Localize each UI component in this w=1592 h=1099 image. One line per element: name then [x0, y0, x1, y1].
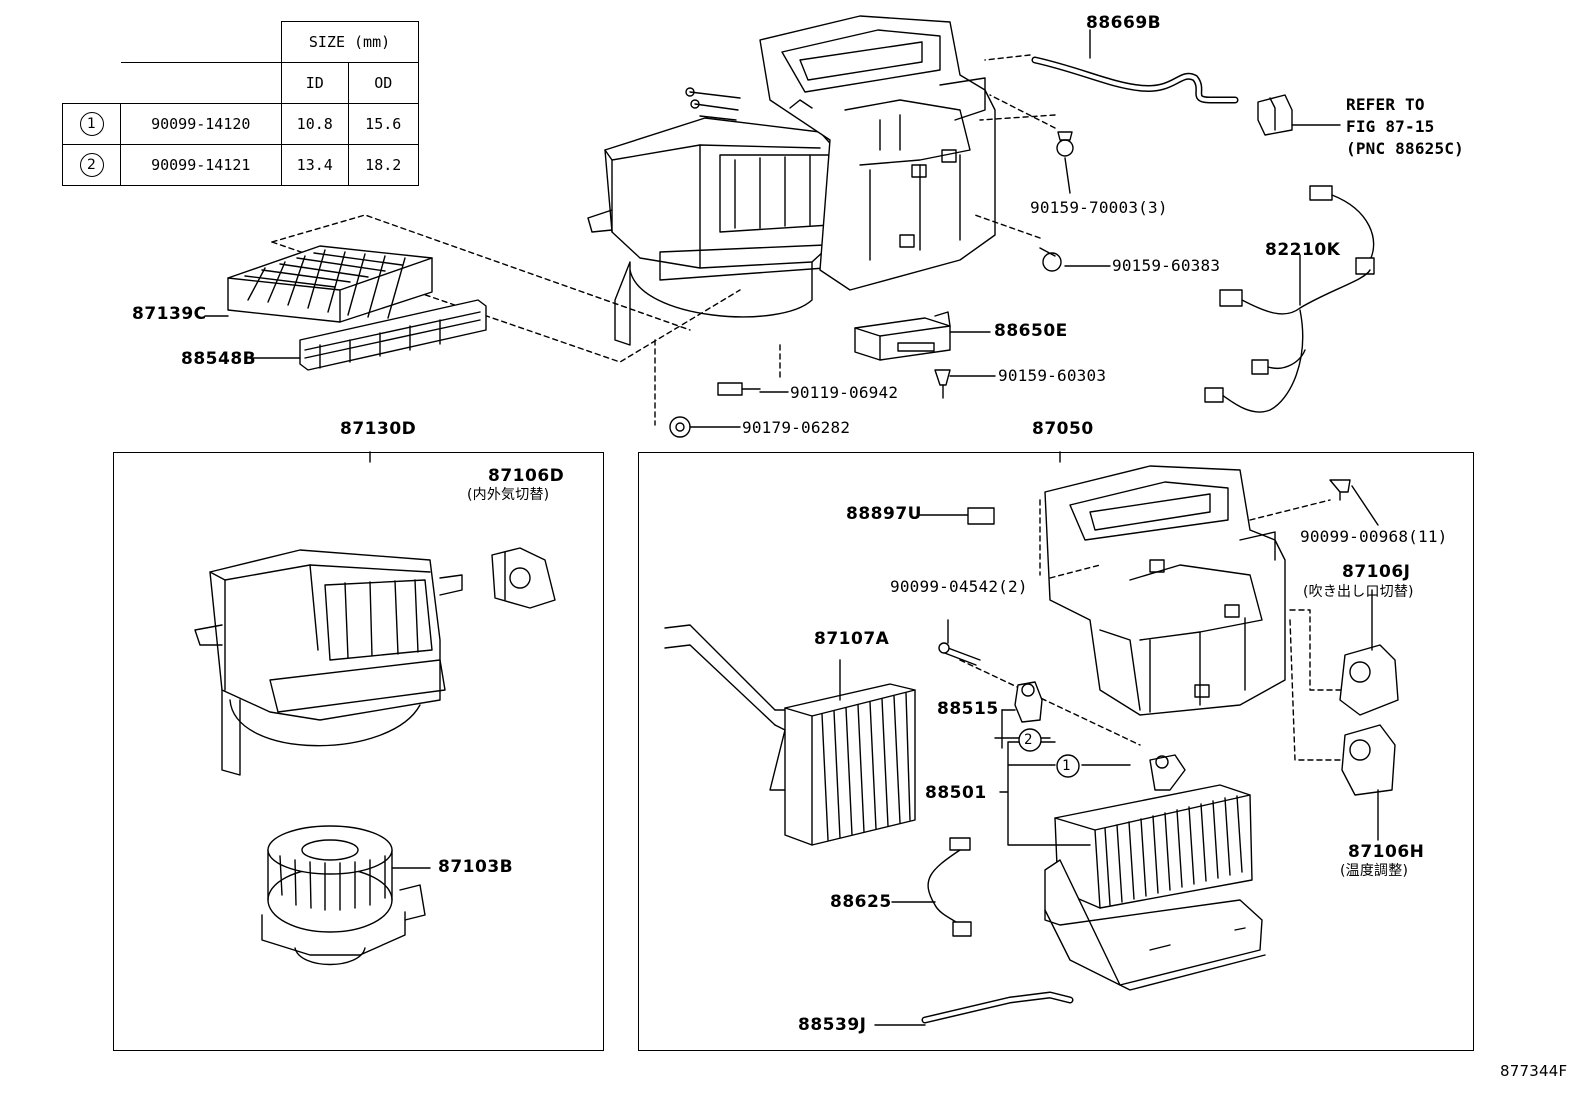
table-row: 2 90099-14121 13.4 18.2	[62, 144, 419, 186]
lower-case-drawing	[1044, 859, 1266, 991]
refer-line-3: (PNC 88625C)	[1346, 139, 1464, 158]
part-label-88650E: 88650E	[994, 321, 1068, 341]
heater-case-drawing	[1044, 465, 1286, 716]
part-label-90179-06282: 90179-06282	[742, 418, 851, 437]
damper-servo-87106D-drawing	[491, 547, 556, 609]
size-header: SIZE (mm)	[280, 21, 419, 63]
circled-markers	[1018, 728, 1080, 778]
col-id-header: ID	[280, 62, 349, 104]
row-od-value: 15.6	[347, 103, 419, 145]
part-label-88515: 88515	[937, 699, 999, 719]
wire-harness-82210K-drawing	[1204, 185, 1375, 413]
refer-line-2: FIG 87-15	[1346, 117, 1435, 136]
filter-frame-drawing	[299, 299, 487, 371]
blower-assembly-frame	[113, 452, 604, 1051]
part-label-87107A: 87107A	[814, 629, 890, 649]
part-label-88539J: 88539J	[798, 1015, 867, 1035]
part-label-88548B: 88548B	[181, 349, 257, 369]
row-id-value: 13.4	[280, 144, 349, 186]
part-label-87130D: 87130D	[340, 419, 417, 439]
part-label-88501: 88501	[925, 783, 987, 803]
drain-hose-drawing	[921, 991, 1074, 1024]
part-label-90159-60303: 90159-60303	[998, 366, 1107, 385]
part-label-87106D: 87106D	[488, 466, 565, 486]
wire-harness-88669B-drawing	[1031, 56, 1239, 104]
leader-lines-solid-upper	[204, 29, 1301, 428]
part-label-87139C: 87139C	[132, 304, 207, 324]
part-label-87106H: 87106H	[1348, 842, 1425, 862]
part-label-88625: 88625	[830, 892, 892, 912]
bolt-90099-04542-drawing	[938, 619, 981, 666]
cabin-filter-drawing	[227, 245, 433, 323]
sensor-88625-drawing	[927, 837, 972, 937]
part-label-87106J-note: (吹き出し口切替)	[1303, 584, 1414, 600]
part-label-90119-06942: 90119-06942	[790, 383, 899, 402]
heater-core-drawing	[664, 624, 916, 846]
table-row: 1 90099-14120 10.8 15.6	[62, 103, 419, 145]
row-id-value: 10.8	[280, 103, 349, 145]
marker-1: 1	[1062, 758, 1071, 774]
ac-unit-assembly-drawing	[587, 15, 996, 346]
part-label-90159-70003: 90159-70003(3)	[1030, 198, 1168, 217]
size-table: SIZE (mm) ID OD 1 90099-14120 10.8 15.6 …	[62, 21, 419, 186]
refer-line-1: REFER TO	[1346, 95, 1425, 114]
blower-motor-drawing	[261, 825, 431, 966]
marker-2: 2	[1024, 732, 1033, 748]
part-label-87050: 87050	[1032, 419, 1094, 439]
part-label-88669B: 88669B	[1086, 13, 1162, 33]
part-label-87106J: 87106J	[1342, 562, 1411, 582]
evaporator-drawing	[1054, 754, 1253, 909]
leader-lines-upper	[271, 54, 1056, 426]
blower-unit-drawing	[194, 549, 463, 776]
heater-unit-frame	[638, 452, 1474, 1051]
servo-87106H-drawing	[1341, 724, 1396, 841]
row-key-circle: 1	[79, 112, 104, 136]
servo-87106J-drawing	[1339, 589, 1399, 716]
part-label-87106D-note: (内外気切替)	[467, 487, 550, 503]
part-label-88897U: 88897U	[846, 504, 922, 524]
expansion-valve-drawing	[1001, 681, 1043, 723]
part-label-90159-60383: 90159-60383	[1112, 256, 1221, 275]
part-label-82210K: 82210K	[1265, 240, 1341, 260]
leader-lines-solid-right	[369, 451, 1131, 1026]
leader-lines-right	[959, 499, 1346, 761]
figure-id: 877344F	[1500, 1062, 1568, 1080]
screw-90099-00968-drawing	[1329, 479, 1379, 526]
connector-refer-drawing	[1257, 94, 1341, 136]
col-od-header: OD	[347, 62, 419, 104]
row-part-number: 90099-14120	[120, 103, 282, 145]
row-part-number: 90099-14121	[120, 144, 282, 186]
control-module-drawing	[854, 311, 951, 361]
part-label-90099-00968: 90099-00968(11)	[1300, 527, 1448, 546]
fastener-drawings-upper	[669, 131, 1074, 438]
row-key-circle: 2	[79, 153, 104, 177]
part-label-87103B: 87103B	[438, 857, 514, 877]
row-od-value: 18.2	[347, 144, 419, 186]
part-label-87106H-note: (温度調整)	[1340, 863, 1409, 879]
part-label-90099-04542: 90099-04542(2)	[890, 577, 1028, 596]
